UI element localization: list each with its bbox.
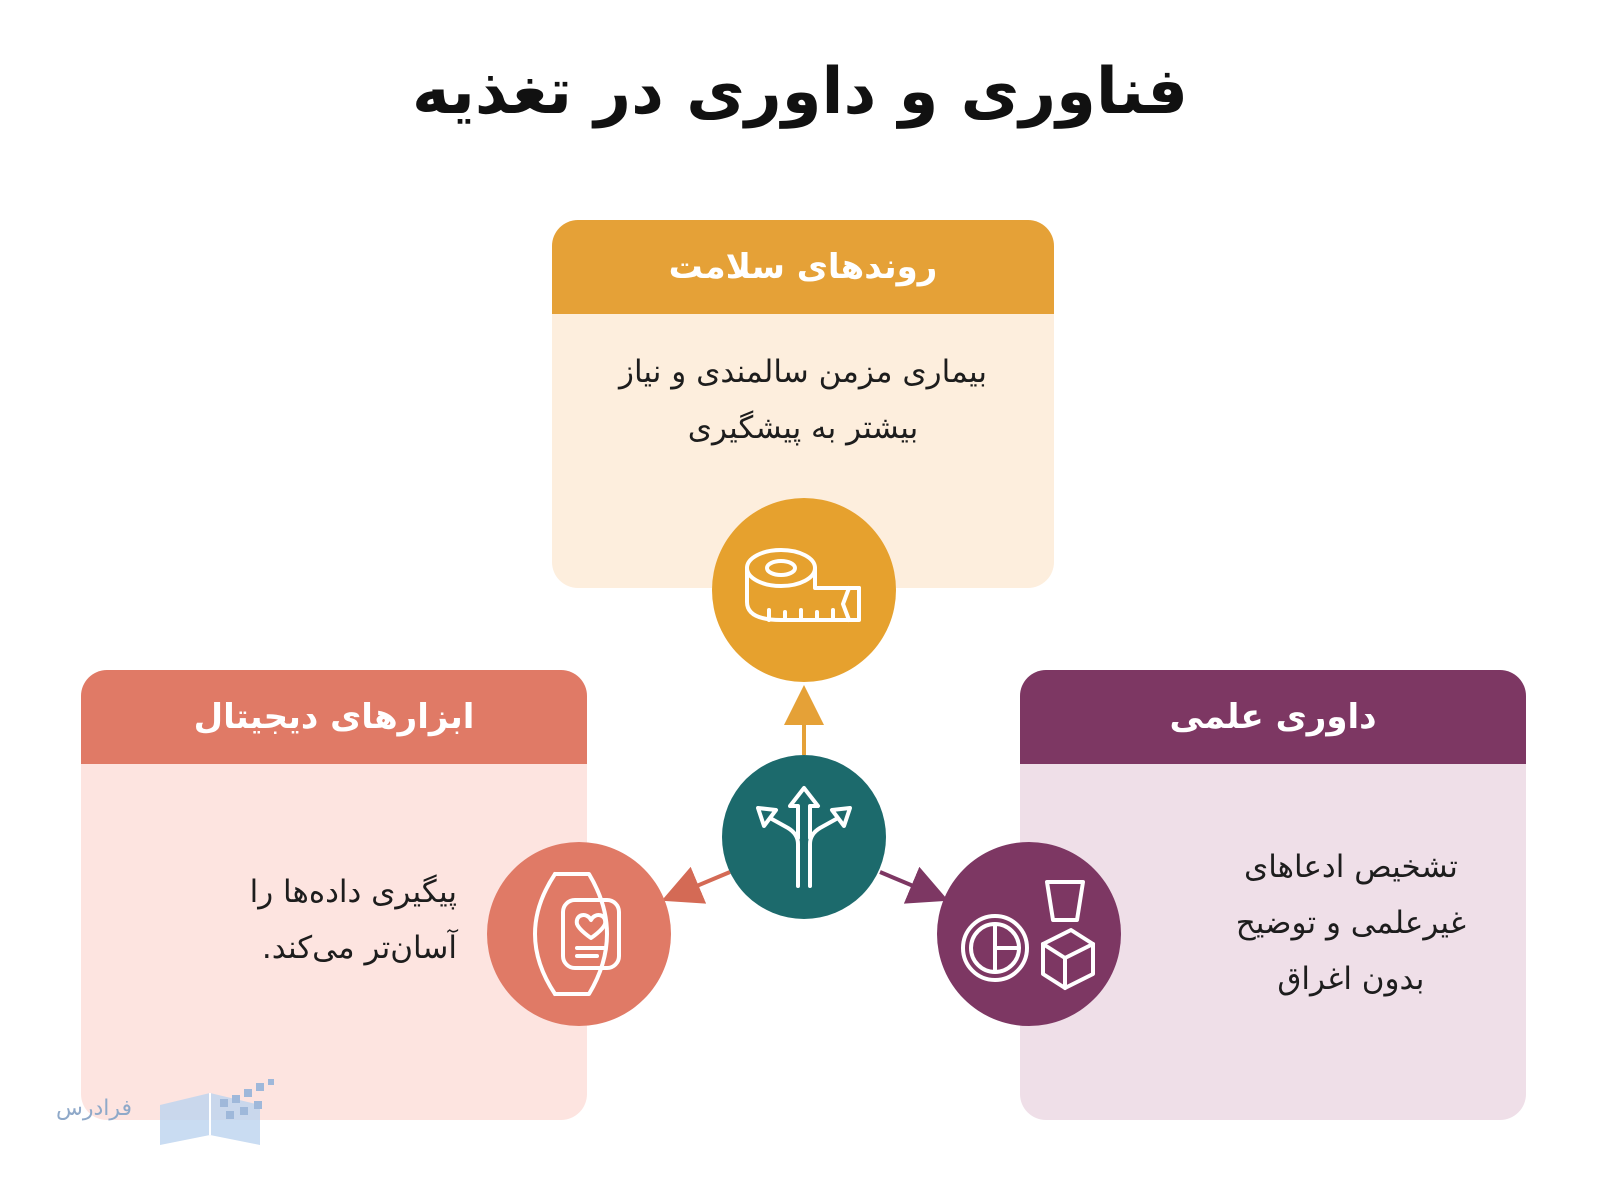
arrow-to-digital: [661, 866, 731, 904]
card-science-heading: داوری علمی: [1020, 670, 1526, 764]
arrow-to-science: [879, 866, 949, 904]
card-science-text: تشخیص ادعاهای غیرعلمی و توضیح بدون اغراق: [1235, 849, 1466, 997]
page-title: فناوری و داوری در تغذیه: [412, 55, 1188, 129]
measuring-tape-icon: [745, 548, 861, 622]
card-health-text: بیماری مزمن سالمندی و نیاز بیشتر به پیشگ…: [619, 354, 987, 446]
card-health-heading: روندهای سلامت: [552, 220, 1054, 314]
split-arrows-icon: [756, 786, 852, 888]
logo-text: فرادرس: [56, 1096, 133, 1121]
center-hub-circle: [722, 755, 886, 919]
health-icon-circle: [712, 498, 896, 682]
card-health-trends: روندهای سلامت بیماری مزمن سالمندی و نیاز…: [552, 220, 1054, 588]
food-items-icon: [961, 880, 1095, 990]
card-digital-text: پیگیری داده‌ها را آسان‌تر می‌کند.: [249, 874, 457, 966]
science-icon-circle: [937, 842, 1121, 1026]
digital-icon-circle: [487, 842, 671, 1026]
faradars-logo: [160, 1079, 274, 1145]
fitness-tracker-icon: [533, 872, 621, 996]
card-digital-heading: ابزارهای دیجیتال: [81, 670, 587, 764]
